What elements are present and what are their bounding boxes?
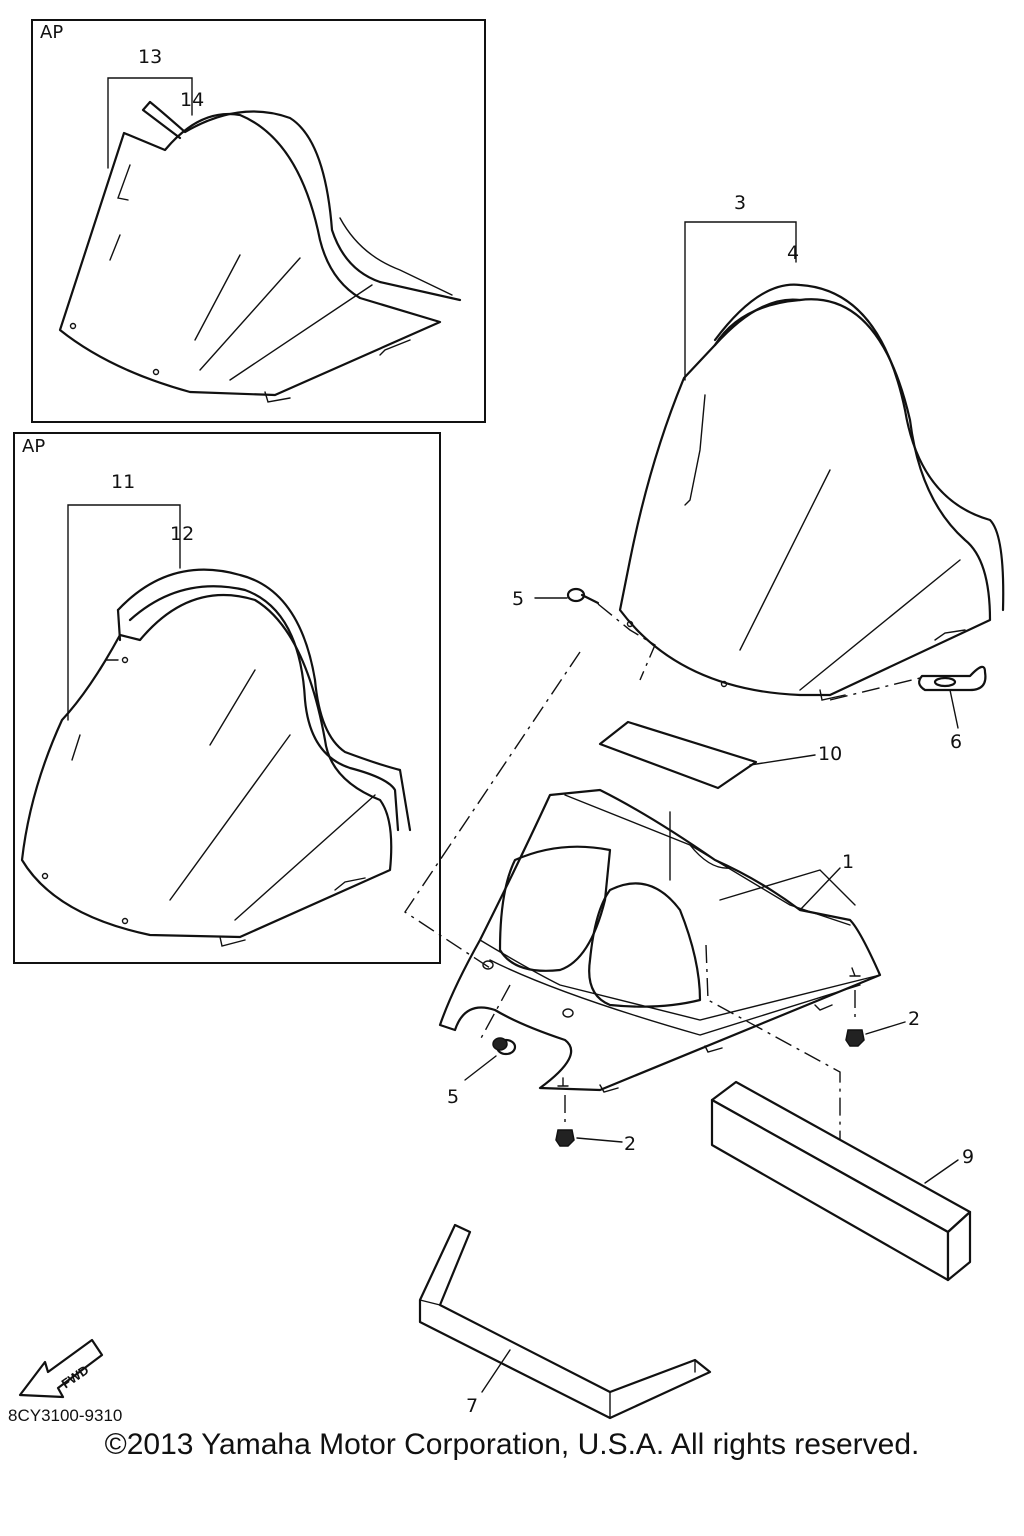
callout-1: 1 (842, 851, 854, 873)
callout-4: 4 (787, 242, 799, 264)
callout-9: 9 (962, 1146, 974, 1168)
fwd-arrow-icon: FWD (18, 1338, 104, 1399)
callout-10: 10 (818, 743, 842, 765)
part-10-pad: 10 (598, 720, 842, 881)
part-7-clip: 6 (918, 665, 987, 753)
part-9-foam-block: 9 (710, 1080, 974, 1282)
callout-3: 3 (734, 192, 746, 214)
part-6-grommet: 5 (447, 1037, 517, 1108)
callout-11: 11 (111, 471, 135, 493)
ap-label: AP (22, 436, 45, 457)
part-1-console: 1 (438, 788, 882, 1155)
callout-2: 2 (624, 1133, 636, 1155)
callout-14: 14 (180, 89, 204, 111)
copyright-notice: ©2013 Yamaha Motor Corporation, U.S.A. A… (104, 1428, 920, 1461)
callout-13: 13 (138, 46, 162, 68)
part-5-screw: 5 (512, 587, 656, 681)
callout-8: 7 (466, 1395, 478, 1417)
callout-2: 2 (908, 1008, 920, 1030)
ap-box-windshield-13: AP 13 14 (31, 19, 486, 423)
diagram-code: 8CY3100-9310 (8, 1406, 122, 1425)
part-2-screw-left: 2 (555, 1077, 636, 1155)
callout-7: 6 (950, 731, 962, 753)
ap-box-windshield-11: AP 11 12 (13, 432, 441, 964)
windshield-main: 3 4 (618, 192, 1005, 701)
callout-5: 5 (512, 588, 524, 610)
ap-label: AP (40, 22, 63, 43)
part-2-screw-right: 2 (845, 967, 920, 1047)
callout-12: 12 (170, 523, 194, 545)
part-8-seal-strip: 7 (418, 1223, 712, 1420)
callout-6: 5 (447, 1086, 459, 1108)
